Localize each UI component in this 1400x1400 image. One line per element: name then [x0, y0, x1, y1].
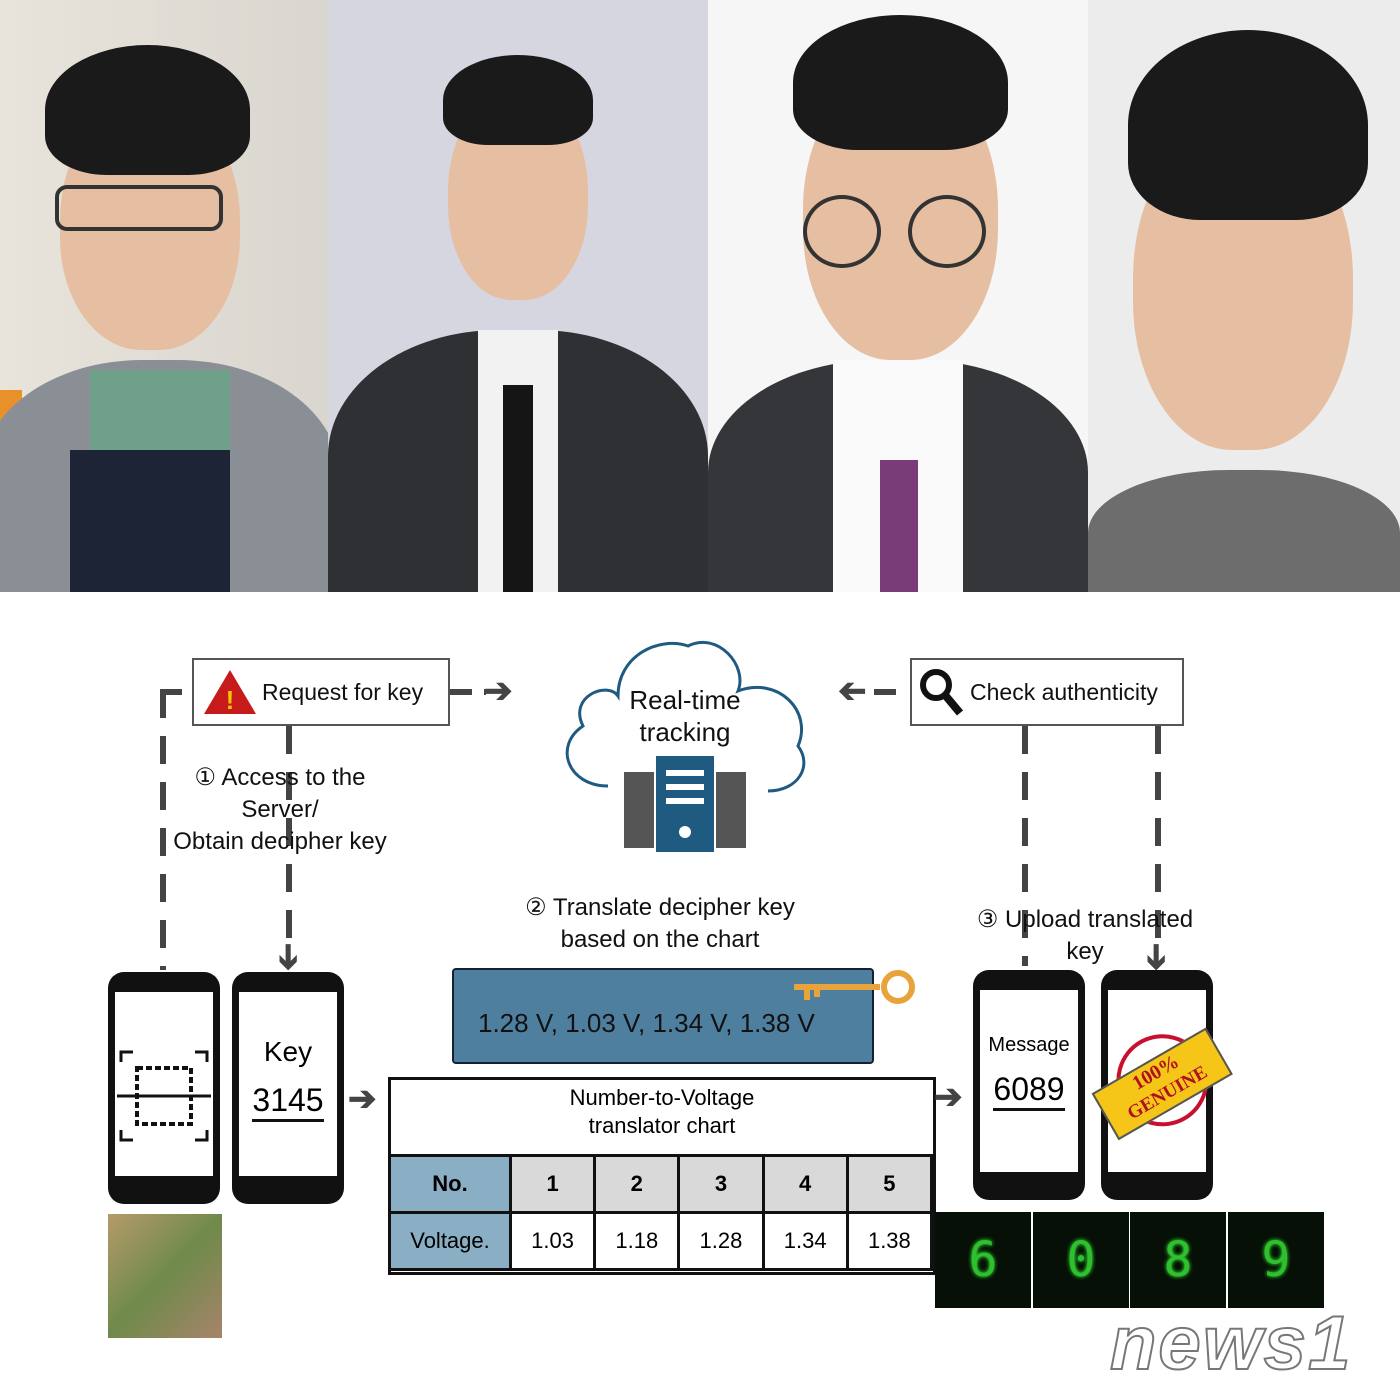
step1-line3: Obtain decipher key [173, 828, 387, 855]
header-cell-no: No. [388, 1154, 512, 1214]
key-label: Key [263, 1036, 313, 1067]
arrow-right-icon: ➔ [484, 672, 513, 710]
step1-line2: Server/ [241, 796, 319, 823]
connector [160, 689, 190, 695]
request-for-key-label: Request for key [262, 678, 424, 705]
chart-title: Number-to-Voltage translator chart [391, 1080, 933, 1154]
connector [450, 689, 486, 695]
chart-title-line1: Number-to-Voltage [569, 1085, 755, 1110]
translator-chart: Number-to-Voltage translator chart No. 1… [388, 1077, 936, 1275]
photo-person-2 [328, 0, 708, 592]
arrow-down-icon: ➔ [269, 942, 308, 972]
chart-title-line2: translator chart [588, 1113, 736, 1138]
warning-icon: ! [204, 670, 256, 715]
qr-chip-photo [108, 1214, 222, 1338]
voltage-cell: 1.18 [593, 1211, 681, 1271]
svg-text:!: ! [226, 685, 235, 715]
photo-person-4 [1088, 0, 1400, 592]
step3-label: ③ Upload translated key [950, 904, 1220, 968]
step1-label: ① Access to the Server/ Obtain decipher … [150, 762, 410, 858]
key-icon [794, 970, 915, 1004]
cloud-label-line1: Real-time [629, 685, 741, 715]
message-value: 6089 [993, 1071, 1065, 1111]
check-authenticity-label: Check authenticity [970, 678, 1158, 705]
table-row-numbers: No. 1 2 3 4 5 [388, 1154, 934, 1214]
magnifier-icon [920, 669, 964, 716]
step2-line2: based on the chart [560, 926, 760, 953]
voltage-cell: 1.34 [761, 1211, 849, 1271]
digit-image: 6 [935, 1212, 1031, 1308]
step3-line1: ③ Upload translated [976, 906, 1194, 933]
request-for-key-box: ! Request for key [192, 658, 450, 726]
step2-line1: ② Translate decipher key [525, 894, 795, 921]
cloud-label: Real-time tracking [600, 684, 770, 748]
server-icon [624, 756, 746, 852]
qr-code-icon [117, 1050, 211, 1142]
connector [1155, 726, 1161, 946]
phone-key: Key 3145 [232, 972, 344, 1204]
voltage-cell: 1.28 [677, 1211, 765, 1271]
phone-message: Message 6089 [973, 970, 1085, 1200]
check-authenticity-box: Check authenticity [910, 658, 1184, 726]
photo-person-3 [708, 0, 1088, 592]
message-label: Message [988, 1034, 1070, 1056]
arrow-left-icon: ➔ [838, 672, 867, 710]
connector [874, 689, 908, 695]
digit-image: 0 [1033, 1212, 1129, 1308]
news1-watermark: news1 [1109, 1300, 1353, 1387]
table-row-voltages: Voltage. 1.03 1.18 1.28 1.34 1.38 [388, 1211, 934, 1271]
connector [286, 726, 292, 946]
step1-line1: ① Access to the [194, 764, 366, 791]
number-cell: 2 [593, 1154, 681, 1214]
key-value: 3145 [252, 1082, 324, 1122]
step2-label: ② Translate decipher key based on the ch… [480, 892, 840, 956]
number-cell: 1 [508, 1154, 597, 1214]
arrow-right-icon: ➔ [934, 1078, 963, 1116]
scroll-text: 1.28 V, 1.03 V, 1.34 V, 1.38 V [478, 1008, 815, 1038]
photo-person-1 [0, 0, 328, 592]
digit-image: 9 [1228, 1212, 1324, 1308]
connector [160, 690, 166, 970]
digit-image: 8 [1130, 1212, 1226, 1308]
connector [1022, 726, 1028, 966]
cloud-label-line2: tracking [639, 717, 731, 747]
voltage-cell: 1.38 [845, 1211, 934, 1271]
cloud-icon [565, 640, 806, 793]
step3-line2: key [1066, 938, 1104, 965]
phone-qr [108, 972, 220, 1204]
number-cell: 5 [845, 1154, 934, 1214]
voltage-cell: 1.03 [508, 1211, 597, 1271]
arrow-right-icon: ➔ [348, 1080, 377, 1118]
number-cell: 3 [677, 1154, 765, 1214]
number-cell: 4 [761, 1154, 849, 1214]
header-cell-voltage: Voltage. [388, 1211, 512, 1271]
